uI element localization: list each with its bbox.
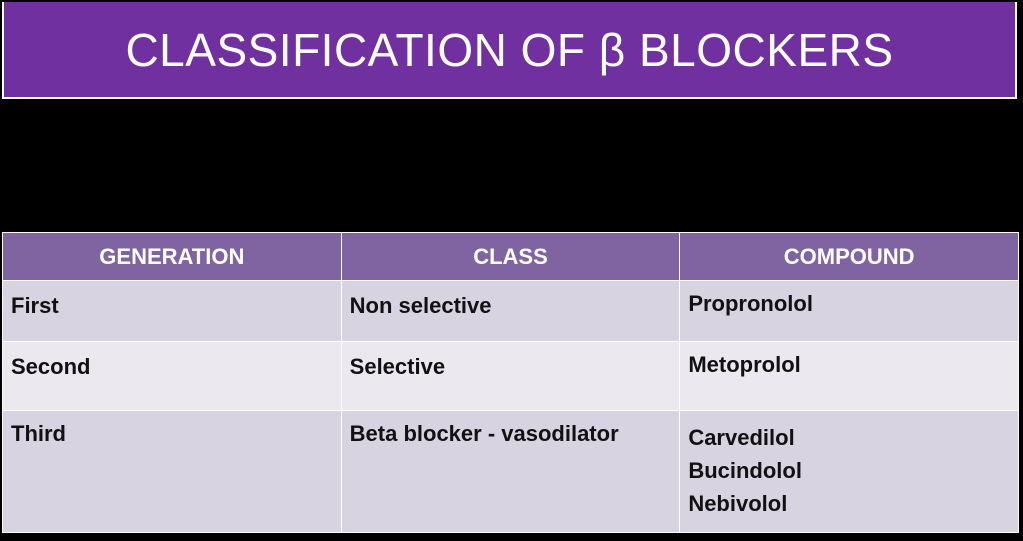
table-row: Second Selective Metoprolol [2, 341, 1019, 411]
header-class: CLASS [340, 232, 681, 281]
header-generation: GENERATION [2, 232, 342, 281]
compound-name: Metoprolol [688, 352, 801, 377]
compound-name: Carvedilol [688, 425, 795, 450]
compound-name: Bucindolol [688, 458, 802, 483]
cell-compound: Metoprolol [679, 341, 1019, 411]
cell-class: Selective [340, 341, 681, 411]
table-row: First Non selective Propronolol [2, 280, 1019, 342]
slide-title: CLASSIFICATION OF β BLOCKERS [125, 23, 894, 76]
cell-compound: Propronolol [679, 280, 1019, 342]
cell-generation: Second [2, 341, 342, 411]
classification-table: GENERATION CLASS COMPOUND First Non sele… [2, 232, 1019, 533]
compound-name: Propronolol [688, 291, 813, 316]
cell-class: Beta blocker - vasodilator [340, 410, 681, 533]
cell-compound: Carvedilol Bucindolol Nebivolol [679, 410, 1019, 533]
cell-class: Non selective [340, 280, 681, 342]
compound-name: Nebivolol [688, 491, 788, 516]
title-banner: CLASSIFICATION OF β BLOCKERS [2, 2, 1017, 99]
cell-generation: First [2, 280, 342, 342]
table-header-row: GENERATION CLASS COMPOUND [2, 232, 1019, 281]
cell-generation: Third [2, 410, 342, 533]
header-compound: COMPOUND [679, 232, 1019, 281]
table-row: Third Beta blocker - vasodilator Carvedi… [2, 410, 1019, 533]
